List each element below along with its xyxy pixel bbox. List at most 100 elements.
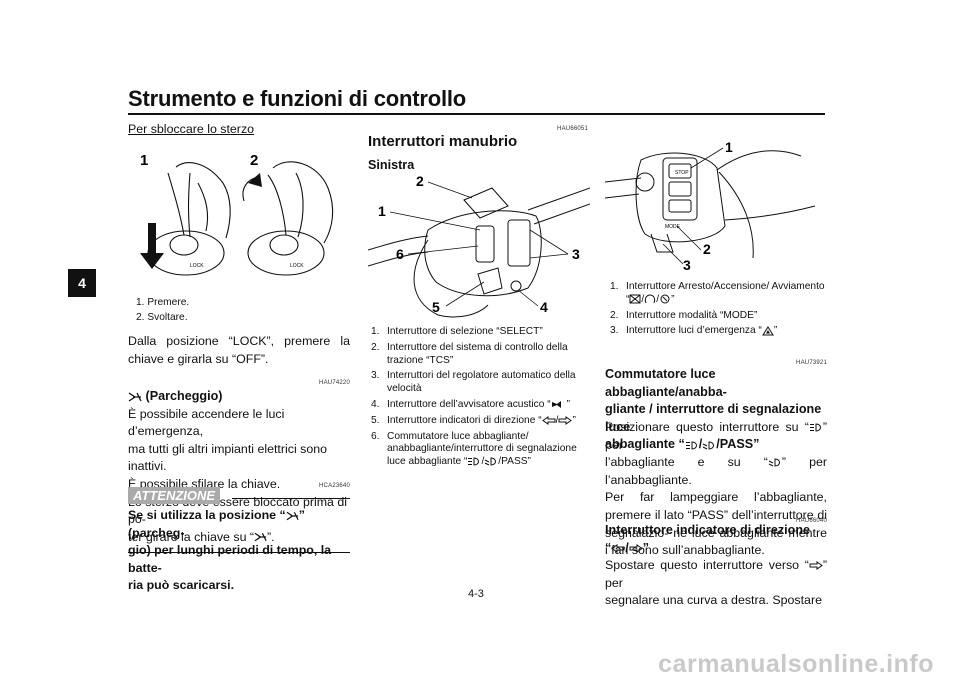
park-line-2: ma tutti gli altri impianti elettrici so… [128, 441, 328, 474]
page-number: 4-3 [468, 588, 484, 600]
beam-switch-para: Posizionare questo interruttore su “” pe… [605, 419, 827, 560]
low-beam-icon [768, 458, 780, 467]
leader-lines [389, 181, 569, 307]
turn-right-icon [558, 415, 573, 425]
caption-2: 2. Svoltare. [136, 312, 188, 323]
left-side-subheading: Sinistra [368, 158, 415, 172]
right-caption-3: 3.Interruttore luci d’emergenza “” [610, 325, 778, 337]
fig-label-1: 1 [378, 203, 386, 219]
right-caption-2: 2.Interruttore modalità “MODE” [610, 309, 758, 321]
caption-item-6: 6.Commutatore luce abbagliante/ anabbagl… [371, 430, 577, 468]
warning-line-2: gio) per lunghi periodi di tempo, la bat… [128, 543, 332, 575]
fig-label-6: 6 [396, 246, 404, 262]
beam-para-line-1: Posizionare questo interruttore su “” pe… [605, 420, 827, 452]
caption-item-3: 3.Interruttori del regolatore automatico… [371, 370, 576, 395]
handlebar-drawing [368, 187, 590, 318]
fig-stop-text: STOP [675, 170, 689, 176]
engine-stop-icon [629, 294, 641, 304]
beam-heading-line-2: gliante / interruttore di segnalazione l… [605, 402, 822, 434]
warning-post: ” (parcheg- [128, 508, 305, 540]
warning-line-1: Se si utilizza la posizione “” (parcheg- [128, 507, 350, 542]
fig-label-2: 2 [250, 152, 258, 169]
park-line-1: È possibile accendere le luci d’emergenz… [128, 406, 285, 439]
turn-right-icon [809, 561, 823, 571]
engine-run-icon [645, 294, 656, 304]
beam-heading-line-3: abbagliante “//PASS” [605, 437, 760, 452]
unlock-subheading: Per sbloccare lo sterzo [128, 122, 255, 136]
horn-icon [551, 400, 561, 408]
steering-unlock-figure: 1 2 LOCK LOCK [140, 152, 334, 276]
park-heading: (Parcheggio) [128, 388, 350, 406]
attention-label: ATTENZIONE [128, 487, 221, 504]
page-title: Strumento e funzioni di controllo [128, 86, 467, 111]
caption-item-4: 4.Interruttore dell’avvisatore acustico … [371, 398, 571, 410]
fig-key-lock-text-right: LOCK [290, 263, 304, 269]
turn-para-line-2: segnalare una curva a destra. Spostare [605, 593, 822, 608]
fig-label-2: 2 [416, 173, 424, 189]
chapter-tab: 4 [68, 269, 96, 297]
beam-heading-line-1: Commutatore luce abbagliante/anabba- [605, 367, 727, 399]
header-rule [128, 113, 825, 115]
fig-mode-text: MODE [665, 224, 681, 230]
fig-label-1: 1 [140, 152, 148, 169]
high-beam-icon [809, 423, 821, 432]
park-title: (Parcheggio) [145, 389, 223, 403]
caption-1: 1. Premere. [136, 297, 190, 308]
left-code-1: HAU74220 [319, 380, 350, 386]
left-column: Per sbloccare lo sterzo [128, 121, 350, 139]
caption-item-5: 5.Interruttore indicatori di direzione “… [371, 414, 576, 426]
high-beam-icon [685, 441, 697, 450]
key-switch-left [147, 162, 231, 276]
low-beam-icon [703, 441, 715, 450]
turn-left-icon [611, 543, 625, 553]
right-leader-lines [662, 147, 724, 265]
right-handlebar-drawing [605, 150, 816, 259]
warning-line-3: ria può scaricarsi. [128, 578, 235, 593]
turn-signal-para: Spostare questo interruttore verso “” pe… [605, 557, 827, 610]
park-line-5-pre: ter girare la chiave su “ [128, 529, 255, 544]
warning-text: Se si utilizza la posizione “” (parcheg-… [128, 507, 350, 595]
right-code-2: HAU66040 [796, 518, 827, 524]
fig-label-3: 3 [572, 246, 580, 262]
beam-switch-heading: Commutatore luce abbagliante/anabba- gli… [605, 366, 827, 454]
left-code-2: HCA23640 [319, 483, 350, 489]
arrow-rotate-icon [248, 173, 262, 187]
high-beam-icon [468, 457, 480, 466]
attention-box: ATTENZIONE [128, 487, 350, 505]
arrow-down-icon [140, 223, 164, 269]
handlebar-heading: Interruttori manubrio [368, 133, 518, 150]
left-figure-captions: 1. Premere. 2. Svoltare. [136, 295, 350, 325]
fig-label-2: 2 [703, 241, 711, 257]
turn-signal-heading: Interruttore indicatore di direzione “/” [605, 522, 827, 557]
key-switch-right [242, 161, 334, 276]
fig-label-1: 1 [725, 139, 733, 155]
turn-left-icon [541, 415, 556, 425]
beam-para-rest: Per far lampeggiare l’abbagliante, preme… [605, 490, 827, 558]
fig-label-5: 5 [432, 299, 440, 315]
parking-icon [254, 533, 267, 542]
unlock-instructions: Dalla posizione “LOCK”, premere la chiav… [128, 334, 350, 366]
fig-label-3: 3 [683, 257, 691, 272]
park-line-5-post: ”. [267, 529, 275, 544]
caption-item-2: 2.Interruttore del sistema di controllo … [371, 341, 568, 366]
warning-bottom-rule [128, 552, 350, 553]
right-figure-captions: 1.Interruttore Arresto/Accensione/ Avvia… [610, 281, 826, 338]
engine-start-icon [660, 294, 670, 304]
warning-pre: Se si utilizza la posizione “ [128, 508, 286, 522]
parking-icon [286, 511, 299, 520]
watermark: carmanualsonline.info [658, 650, 934, 678]
turn-heading-line-1: Interruttore indicatore di direzione [605, 523, 811, 537]
parking-icon [128, 392, 142, 402]
left-handlebar-figure: 2 1 6 3 5 4 [368, 173, 590, 318]
left-handlebar-captions: 1.Interruttore di selezione “SELECT” 2.I… [371, 326, 586, 469]
left-para-1: Dalla posizione “LOCK”, premere la chiav… [128, 333, 350, 368]
park-line-5: ter girare la chiave su “ ”. [128, 529, 350, 547]
right-code-1: HAU73921 [796, 360, 827, 366]
right-handlebar-figure: STOP MODE 1 2 3 [605, 139, 816, 272]
turn-right-icon [629, 543, 643, 553]
attention-rule [232, 498, 350, 499]
hazard-icon [762, 325, 774, 336]
middle-code: HAU66051 [557, 126, 588, 132]
fig-key-lock-text-left: LOCK [190, 263, 204, 269]
caption-item-1: 1.Interruttore di selezione “SELECT” [371, 326, 543, 337]
